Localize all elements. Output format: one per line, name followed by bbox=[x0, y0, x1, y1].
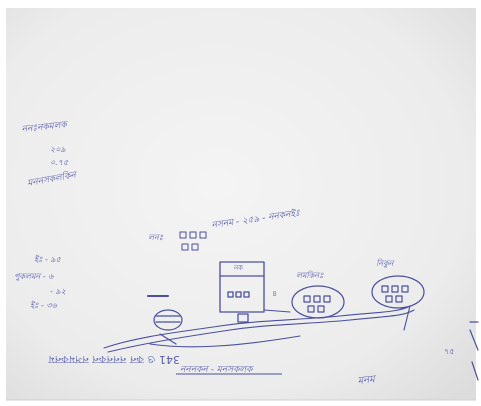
note-line: ইঃ - ৩৬ bbox=[30, 300, 58, 310]
right-node-2 bbox=[371, 275, 425, 309]
building-label: নক bbox=[233, 264, 243, 272]
central-building bbox=[219, 261, 265, 323]
small-boxes bbox=[179, 231, 207, 251]
middle-left-notes: ইঃ - ৯৫ পুকলমন - ৬ - ৯২ ইঃ - ৩৬ bbox=[14, 254, 66, 310]
caption-line-1: 341 ও কন নননকন নসমকনম bbox=[47, 353, 180, 366]
note-line: পুকলমন - ৬ bbox=[14, 272, 54, 282]
note-line: ননঃনকমলক bbox=[21, 120, 69, 135]
board-surface bbox=[6, 8, 476, 400]
network-diagram: নসনম - ২৫৯ - ননকনইঃ লনঃ নক ৪ bbox=[103, 207, 425, 353]
caption-notes: 341 ও কন নননকন নসমকনম নননকন - মনসকলক মনম… bbox=[47, 347, 454, 387]
note-line: - ৯২ bbox=[50, 287, 66, 296]
right-node-2-label: নিকুন bbox=[376, 258, 396, 269]
note-line: ইঃ - ৯৫ bbox=[34, 254, 62, 264]
connection-lines bbox=[103, 305, 415, 353]
right-node-1-label: লমকিনঃ bbox=[296, 270, 324, 280]
caption-line-2: নননকন - মনসকলক bbox=[180, 365, 254, 375]
right-edge-text: ৭৫ bbox=[444, 347, 454, 356]
diagram-left-label: লনঃ bbox=[148, 233, 164, 242]
caption-right: মনম bbox=[357, 374, 378, 387]
right-edge-marks bbox=[469, 321, 479, 381]
left-node bbox=[147, 295, 183, 345]
building-number: ৪ bbox=[272, 289, 277, 298]
note-line: ০.৭৫ bbox=[50, 158, 69, 167]
note-line: ২০৯ bbox=[50, 145, 66, 154]
